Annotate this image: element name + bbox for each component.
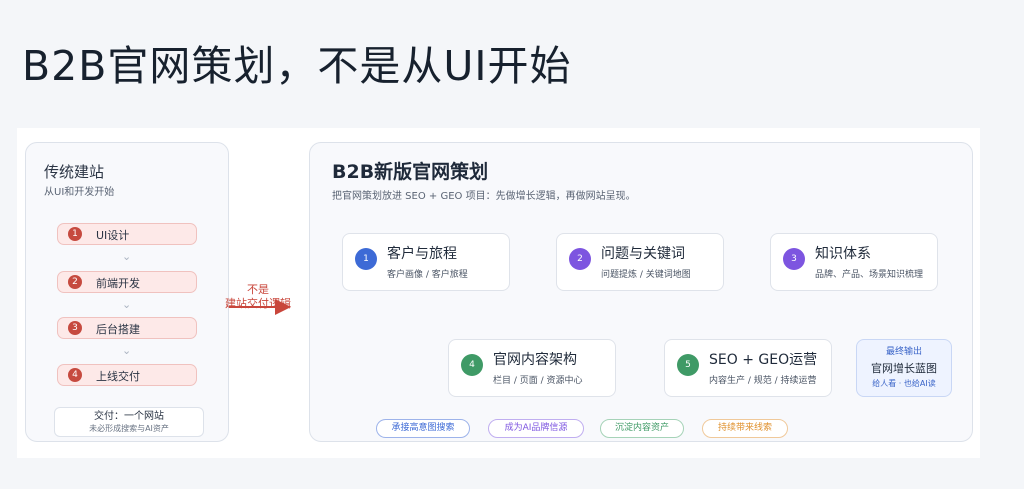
outcome-tag: 沉淀内容资产 <box>600 419 684 438</box>
flow-node: 1 客户与旅程 客户画像 / 客户旅程 <box>342 233 510 291</box>
node-title: SEO + GEO运营 <box>709 352 818 368</box>
traditional-card: 传统建站 从UI和开发开始 1 UI设计 ⌄ 2 前端开发 ⌄ 3 后台搭建 ⌄… <box>25 142 229 442</box>
down-arrow-icon: ⌄ <box>122 250 132 263</box>
step-number: 1 <box>68 227 82 241</box>
flow-node: 2 问题与关键词 问题提炼 / 关键词地图 <box>556 233 724 291</box>
down-arrow-icon: ⌄ <box>122 344 132 357</box>
step-label: UI设计 <box>96 229 130 242</box>
delivery-note: 未必形成搜索与AI资产 <box>89 424 169 433</box>
node-subtitle: 问题提炼 / 关键词地图 <box>601 270 691 280</box>
step-number: 4 <box>68 368 82 382</box>
step-label: 上线交付 <box>96 370 140 383</box>
node-title: 问题与关键词 <box>601 246 685 262</box>
flow-node: 4 官网内容架构 栏目 / 页面 / 资源中心 <box>448 339 616 397</box>
node-title: 知识体系 <box>815 246 871 262</box>
node-number: 5 <box>677 354 699 376</box>
traditional-title: 传统建站 <box>44 163 105 181</box>
new-plan-subtitle: 把官网策划放进 SEO + GEO 项目：先做增长逻辑，再做网站呈现。 <box>332 191 636 202</box>
node-subtitle: 客户画像 / 客户旅程 <box>387 270 468 280</box>
traditional-step: 3 后台搭建 <box>57 317 197 339</box>
traditional-step: 4 上线交付 <box>57 364 197 386</box>
node-subtitle: 品牌、产品、场景知识梳理 <box>815 270 924 280</box>
step-number: 3 <box>68 321 82 335</box>
down-arrow-icon: ⌄ <box>122 298 132 311</box>
node-subtitle: 栏目 / 页面 / 资源中心 <box>493 376 583 386</box>
diagram-panel: 传统建站 从UI和开发开始 1 UI设计 ⌄ 2 前端开发 ⌄ 3 后台搭建 ⌄… <box>17 128 980 458</box>
node-title: 官网内容架构 <box>493 352 577 368</box>
new-plan-card: B2B新版官网策划 把官网策划放进 SEO + GEO 项目：先做增长逻辑，再做… <box>309 142 973 442</box>
traditional-step: 2 前端开发 <box>57 271 197 293</box>
step-label: 前端开发 <box>96 277 140 290</box>
node-number: 3 <box>783 248 805 270</box>
node-number: 1 <box>355 248 377 270</box>
step-number: 2 <box>68 275 82 289</box>
contrast-line-1: 不是 <box>247 283 269 296</box>
traditional-subtitle: 从UI和开发开始 <box>44 187 115 198</box>
final-title: 官网增长蓝图 <box>871 362 937 375</box>
node-title: 客户与旅程 <box>387 246 457 262</box>
flow-node: 3 知识体系 品牌、产品、场景知识梳理 <box>770 233 938 291</box>
node-subtitle: 内容生产 / 规范 / 持续运营 <box>709 376 817 386</box>
slide-title: B2B官网策划，不是从UI开始 <box>22 42 572 90</box>
flow-node: 5 SEO + GEO运营 内容生产 / 规范 / 持续运营 <box>664 339 832 397</box>
delivery-title: 交付：一个网站 <box>94 411 164 422</box>
outcome-tag: 成为AI品牌信源 <box>488 419 584 438</box>
step-label: 后台搭建 <box>96 323 140 336</box>
node-number: 2 <box>569 248 591 270</box>
traditional-step: 1 UI设计 <box>57 223 197 245</box>
final-label: 最终输出 <box>885 347 922 357</box>
outcome-tag: 持续带来线索 <box>702 419 788 438</box>
node-number: 4 <box>461 354 483 376</box>
final-note: 给人看 · 也给AI读 <box>872 379 936 388</box>
outcome-tag: 承接高意图搜索 <box>376 419 470 438</box>
final-output-box: 最终输出 官网增长蓝图 给人看 · 也给AI读 <box>856 339 952 397</box>
new-plan-title: B2B新版官网策划 <box>332 161 489 183</box>
delivery-box: 交付：一个网站 未必形成搜索与AI资产 <box>54 407 204 437</box>
